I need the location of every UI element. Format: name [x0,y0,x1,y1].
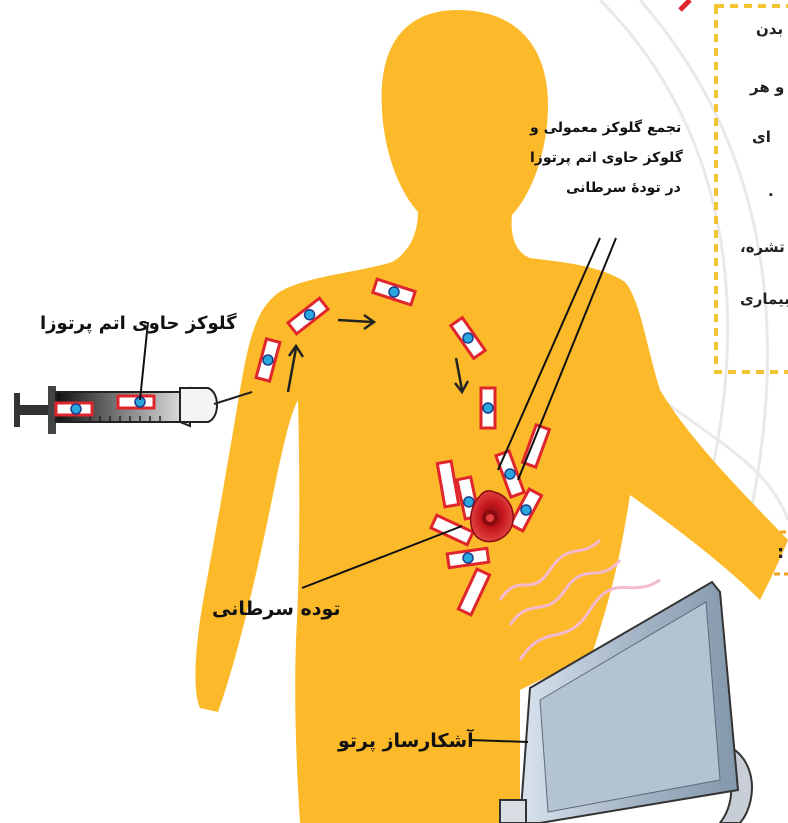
glucose-vial [481,388,495,428]
accumulation-label-line2: گلوکز حاوی اتم پرتوزا [530,150,683,166]
glucose-label: گلوکز حاوی اتم پرتوزا [40,313,237,334]
info-box-line: و هر [750,78,784,96]
side-marker: : [777,542,784,563]
syringe [14,386,252,434]
info-box-line: . [768,182,774,200]
info-box-line: تشره، [740,238,785,256]
info-box-line: بدن [756,20,783,38]
glucose-vial [56,403,92,415]
info-box-line: بیماری [740,290,788,308]
info-box-line: ای [752,128,771,146]
accumulation-label-line1: تجمع گلوکز معمولی و [530,120,681,136]
glucose-vial [118,396,154,408]
detector-label: آشکارساز پرتو [338,730,474,752]
red-corner-mark [680,0,690,10]
tumor-label: توده سرطانی [212,598,341,620]
accumulation-label-line3: در تودۀ سرطانی [566,180,681,196]
